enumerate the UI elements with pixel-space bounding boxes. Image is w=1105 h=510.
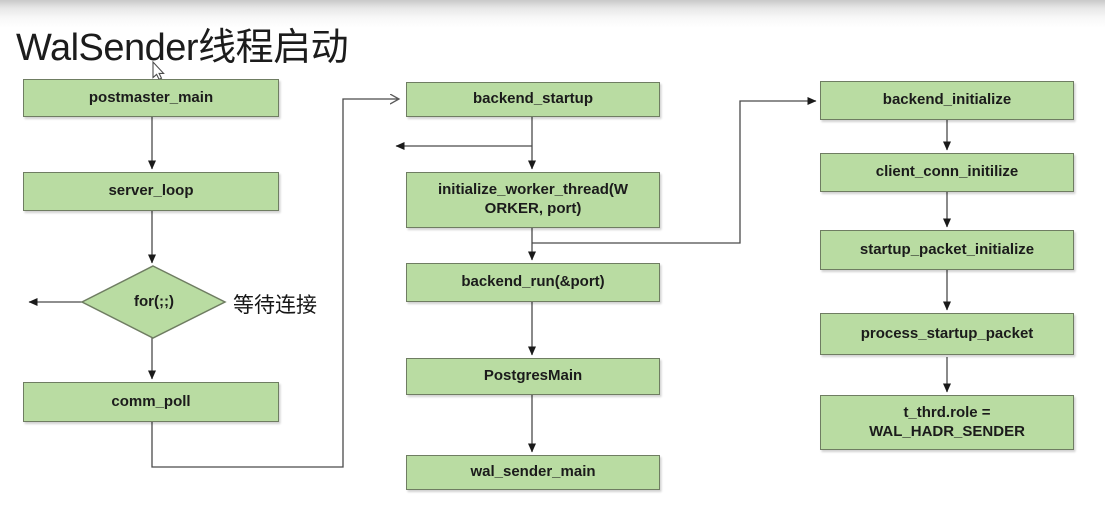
page-title: WalSender线程启动	[16, 27, 349, 69]
node-postmaster-main: postmaster_main	[23, 79, 279, 117]
node-backend-startup: backend_startup	[406, 82, 660, 117]
node-backend-initialize: backend_initialize	[820, 81, 1074, 120]
node-process-startup-packet: process_startup_packet	[820, 313, 1074, 355]
node-postgres-main: PostgresMain	[406, 358, 660, 395]
node-for-loop-label: for(;;)	[134, 293, 174, 310]
node-client-conn-initilize: client_conn_initilize	[820, 153, 1074, 192]
node-startup-packet-initialize: startup_packet_initialize	[820, 230, 1074, 270]
node-t-thrd-role: t_thrd.role = WAL_HADR_SENDER	[820, 395, 1074, 450]
node-comm-poll: comm_poll	[23, 382, 279, 422]
node-initialize-worker-thread: initialize_worker_thread(W ORKER, port)	[406, 172, 660, 228]
wait-connection-annotation: 等待连接	[233, 294, 317, 317]
node-server-loop: server_loop	[23, 172, 279, 211]
node-backend-run: backend_run(&port)	[406, 263, 660, 302]
node-wal-sender-main: wal_sender_main	[406, 455, 660, 490]
